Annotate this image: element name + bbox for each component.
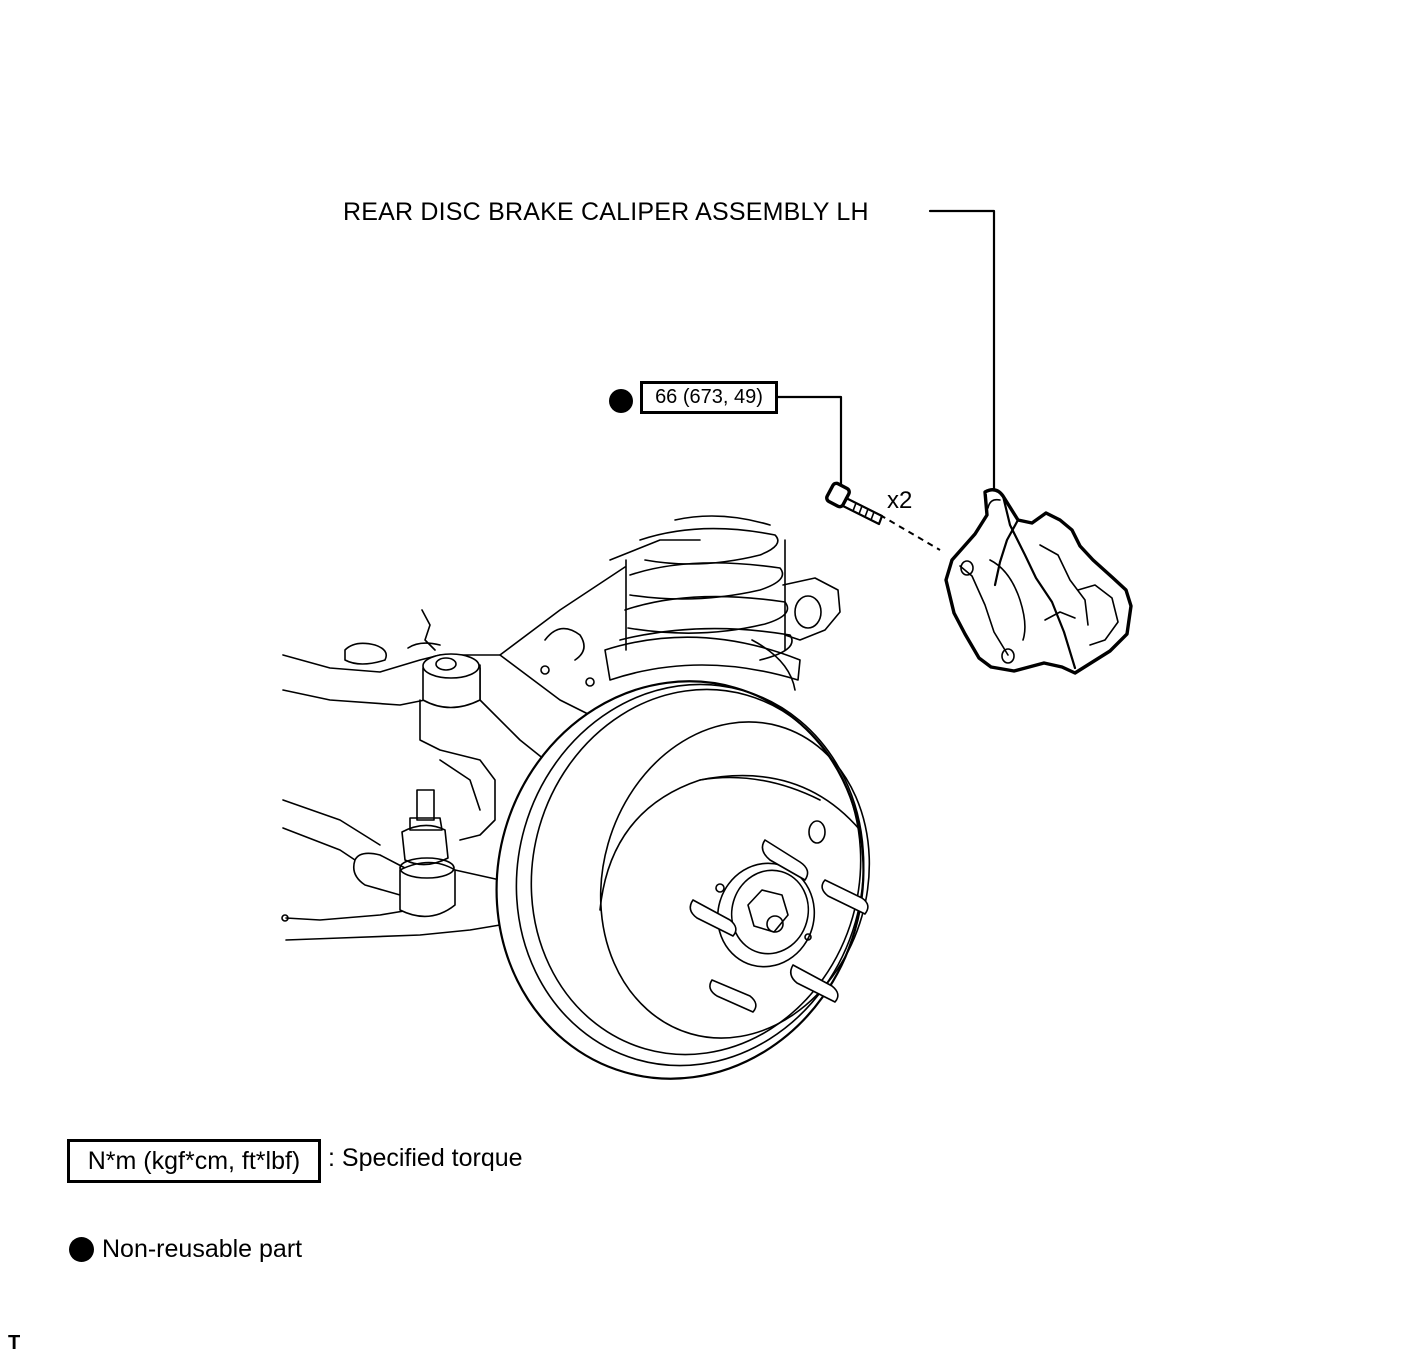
torque-spec-box: 66 (673, 49) <box>640 381 778 414</box>
upper-bushing <box>422 653 481 709</box>
nonreusable-marker-icon <box>609 389 633 413</box>
brake-disc <box>495 639 871 1080</box>
corner-mark: T <box>8 1332 21 1354</box>
bolt-quantity: x2 <box>887 487 913 514</box>
legend-nonreusable-icon <box>69 1237 94 1262</box>
legend-nonreusable-description: Non-reusable part <box>102 1235 303 1263</box>
bolt-leader-line <box>776 395 843 488</box>
wheel-studs <box>689 839 869 1013</box>
part-label: REAR DISC BRAKE CALIPER ASSEMBLY LH <box>343 198 869 226</box>
caliper-leader-line <box>928 209 996 492</box>
caliper-mounting-bolt <box>825 481 884 526</box>
legend-torque-unit-box: N*m (kgf*cm, ft*lbf) <box>67 1139 321 1183</box>
tie-rod-end <box>352 789 456 918</box>
coil-spring <box>604 515 801 681</box>
suspension-arms <box>281 539 841 941</box>
bolt-install-path <box>879 514 941 551</box>
hub-assembly <box>689 820 869 1013</box>
legend-torque-description: : Specified torque <box>328 1144 523 1172</box>
caliper-assembly <box>944 488 1133 675</box>
